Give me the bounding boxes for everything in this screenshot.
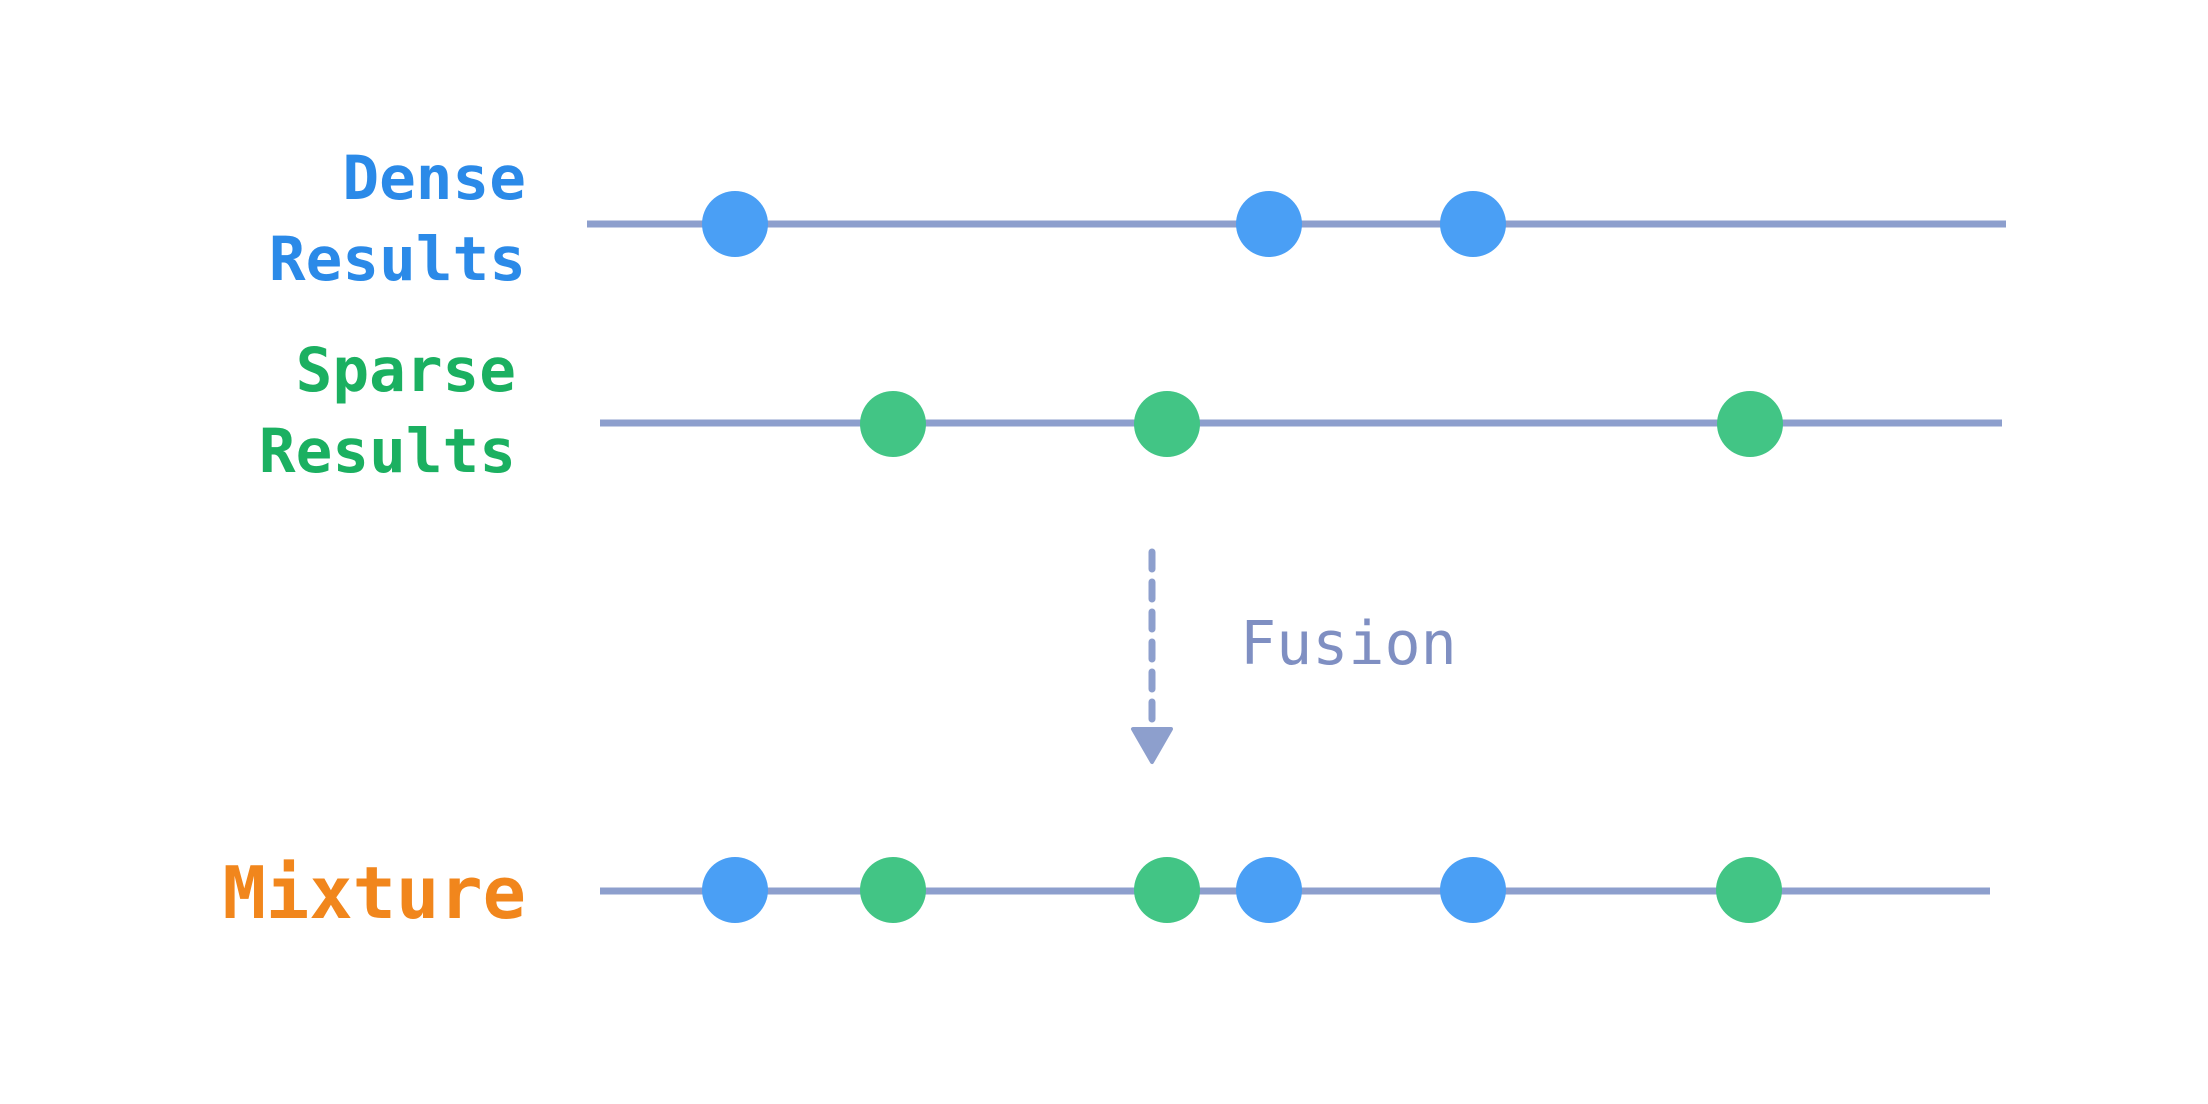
dense-point: [1440, 191, 1506, 257]
dense-row: Dense Results: [269, 143, 2006, 295]
mixture-point-sparse: [1716, 857, 1782, 923]
sparse-point: [860, 391, 926, 457]
mixture-point-dense: [1236, 857, 1302, 923]
sparse-points: [860, 391, 1783, 457]
fusion-arrow: Fusion: [1131, 548, 1457, 764]
dense-label-line1: Dense: [342, 143, 526, 214]
sparse-label-line1: Sparse: [296, 335, 516, 406]
mixture-point-dense: [1440, 857, 1506, 923]
mixture-point-dense: [702, 857, 768, 923]
sparse-label-line2: Results: [259, 416, 516, 487]
dense-points: [702, 191, 1506, 257]
mixture-label: Mixture: [223, 851, 526, 935]
mixture-point-sparse: [860, 857, 926, 923]
mixture-point-sparse: [1134, 857, 1200, 923]
sparse-point: [1717, 391, 1783, 457]
mixture-row: Mixture: [223, 851, 1990, 935]
sparse-point: [1134, 391, 1200, 457]
mixture-points: [702, 857, 1782, 923]
dense-point: [702, 191, 768, 257]
sparse-row: Sparse Results: [259, 335, 2002, 487]
dense-point: [1236, 191, 1302, 257]
fusion-label: Fusion: [1240, 609, 1457, 679]
dense-label-line2: Results: [269, 224, 526, 295]
fusion-arrowhead-icon: [1131, 727, 1173, 764]
